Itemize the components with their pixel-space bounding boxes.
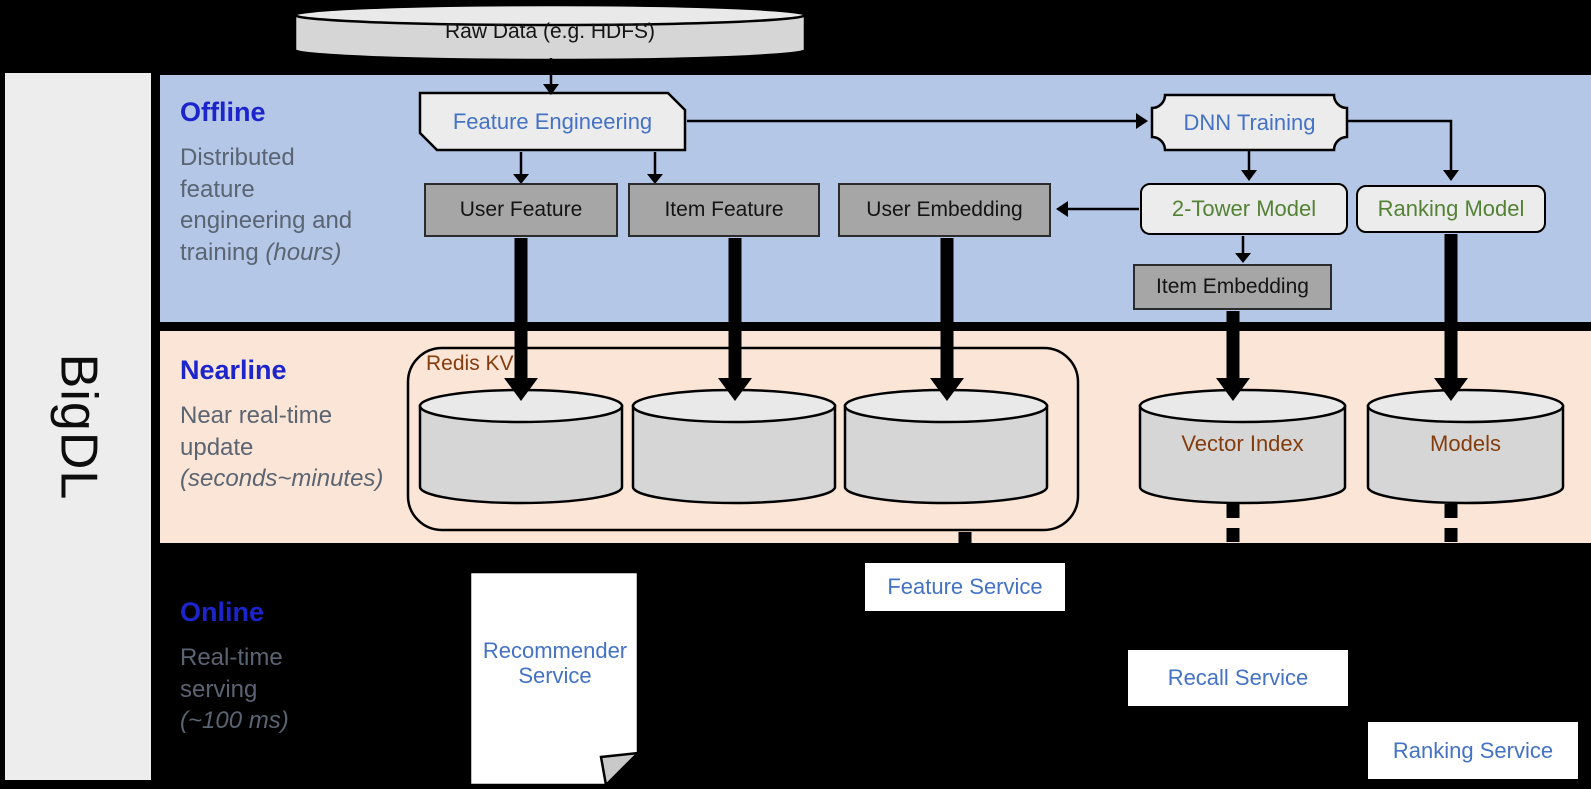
feature-engineering-node: Feature Engineering <box>452 108 653 134</box>
raw-data-node: Raw Data (e.g. HDFS) <box>444 19 656 43</box>
redis-kv-container <box>406 346 1080 532</box>
online-desc-note: (~100 ms) <box>180 707 289 735</box>
online-desc-text: Real-time serving <box>180 644 283 703</box>
feature-service-node: Feature Service <box>865 563 1065 619</box>
vector-index-cylinder <box>1138 388 1347 505</box>
vector-index-node: Vector Index <box>1181 431 1304 457</box>
dnn-training-shape <box>1150 93 1349 152</box>
recall-service-node: Recall Service <box>1128 650 1348 714</box>
offline-desc: Distributed feature engineering and trai… <box>180 142 358 269</box>
nearline-desc: Near real-time update (seconds~minutes) <box>180 400 392 495</box>
nearline-desc-text: Near real-time update <box>180 402 333 461</box>
offline-desc-note: (hours) <box>265 239 342 267</box>
offline-desc-text: Distributed feature engineering and trai… <box>180 144 353 267</box>
nearline-section-label: Nearline Near real-time update (seconds~… <box>180 355 410 495</box>
two-tower-model-node: 2-Tower Model <box>1140 183 1348 235</box>
bigdl-sidebar: BigDL <box>5 73 151 780</box>
user-embedding-node: User Embedding <box>838 183 1051 237</box>
item-embedding-node: Item Embedding <box>1133 264 1332 310</box>
raw-data-cylinder <box>293 3 807 62</box>
thin-arrows <box>513 58 1459 263</box>
online-section-label: Online Real-time serving (~100 ms) <box>180 597 340 737</box>
ranking-service-node: Ranking Service <box>1368 722 1578 787</box>
nearline-title: Nearline <box>180 355 287 385</box>
ranking-model-node: Ranking Model <box>1356 185 1546 233</box>
online-title: Online <box>180 597 265 627</box>
models-node: Models <box>1430 431 1501 457</box>
dnn-training-node: DNN Training <box>1183 109 1316 135</box>
thick-arrows <box>504 234 1468 401</box>
redis-cylinder-2 <box>631 388 837 505</box>
item-feature-node: Item Feature <box>628 183 820 237</box>
redis-kv-label: Redis KV <box>426 352 514 375</box>
nearline-desc-note: (seconds~minutes) <box>180 465 384 493</box>
feature-engineering-shape <box>418 91 687 152</box>
online-desc: Real-time serving (~100 ms) <box>180 642 310 737</box>
recommender-service-node: Recommender Service <box>482 637 628 688</box>
recommender-service-document <box>468 570 642 788</box>
offline-title: Offline <box>180 97 266 127</box>
offline-section-label: Offline Distributed feature engineering … <box>180 97 380 269</box>
redis-cylinder-3 <box>843 388 1049 505</box>
models-cylinder <box>1366 388 1565 505</box>
dashed-arrows <box>947 504 1458 571</box>
user-feature-node: User Feature <box>424 183 618 237</box>
redis-cylinder-1 <box>418 388 624 505</box>
